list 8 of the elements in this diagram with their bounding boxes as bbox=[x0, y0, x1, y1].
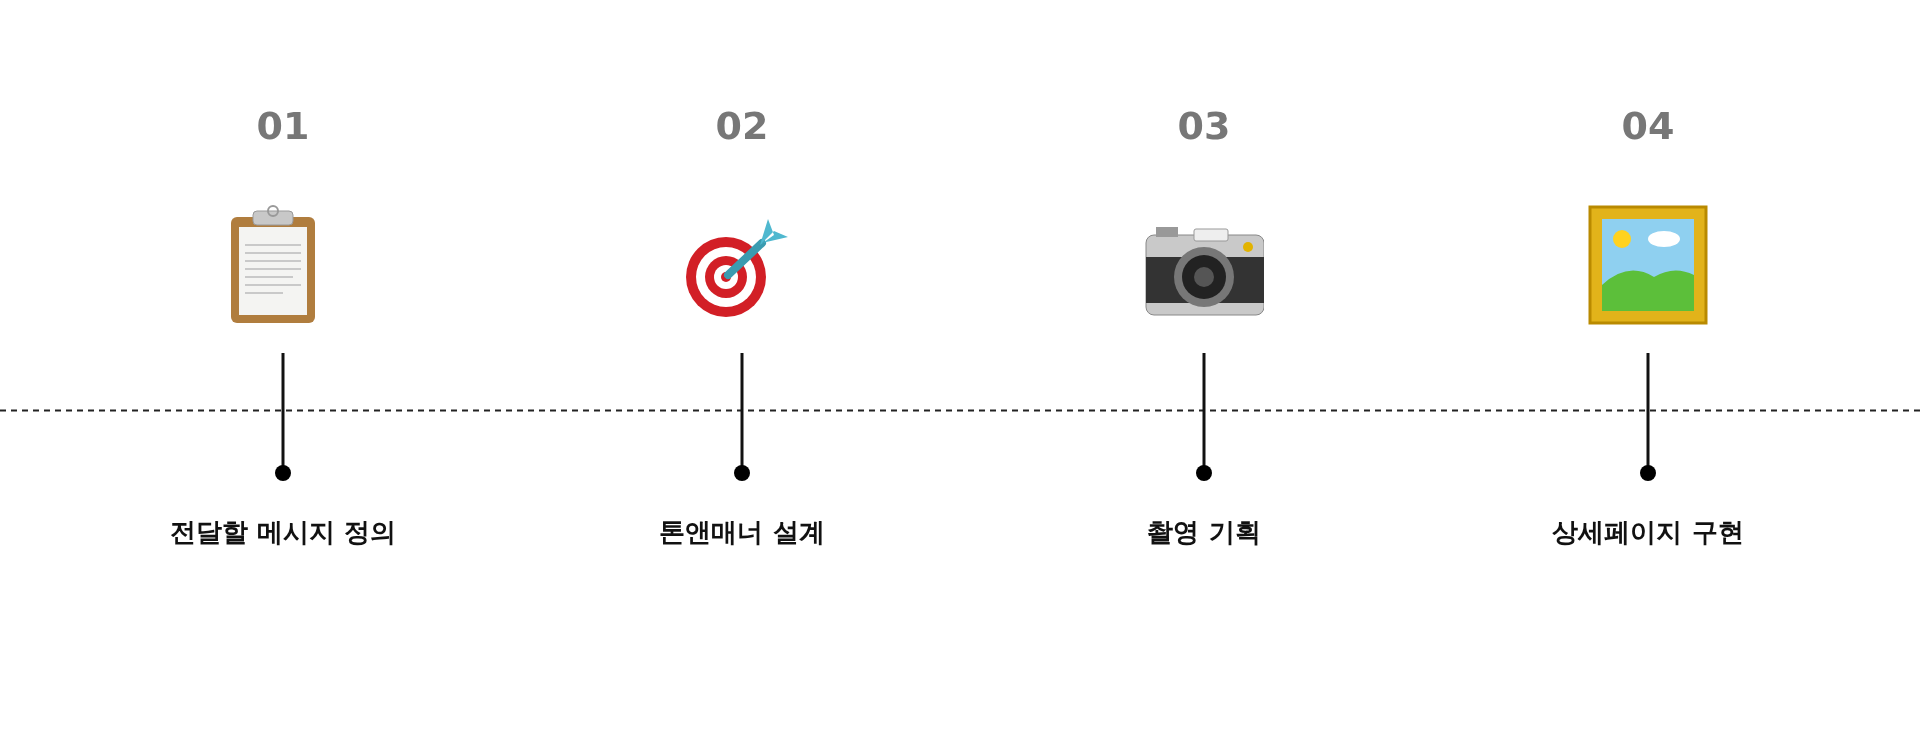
step-number: 03 bbox=[1177, 104, 1231, 148]
step-title: 촬영 기획 bbox=[1147, 516, 1261, 549]
step-title: 전달할 메시지 정의 bbox=[169, 516, 397, 549]
step-number: 02 bbox=[715, 104, 769, 148]
step-number: 04 bbox=[1621, 104, 1675, 148]
step-title: 상세페이지 구현 bbox=[1552, 516, 1744, 549]
step-title: 톤앤매너 설계 bbox=[659, 516, 825, 549]
step-number: 01 bbox=[256, 104, 310, 148]
